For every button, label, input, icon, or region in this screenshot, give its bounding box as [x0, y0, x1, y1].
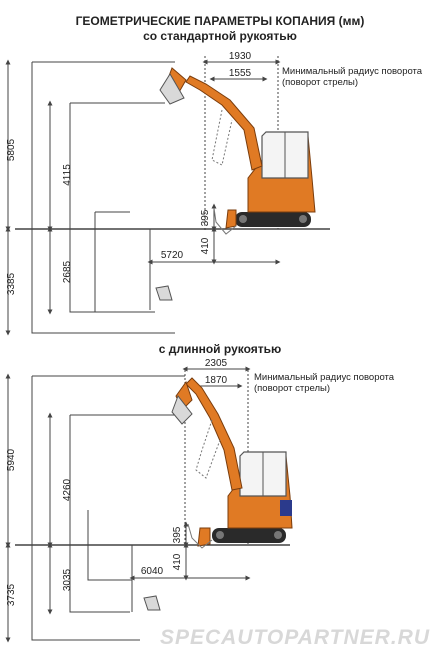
swing-radius-note-2-line2: (поворот стрелы) [254, 383, 331, 394]
dim-3035: 3035 [62, 568, 73, 591]
dim-1870: 1870 [205, 375, 228, 386]
depth-line-1 [94, 211, 130, 312]
dim-3385: 3385 [6, 272, 17, 295]
dim-5940: 5940 [6, 448, 17, 471]
dim-395-2: 395 [172, 526, 183, 543]
reach-envelope-1 [31, 61, 175, 334]
reach-envelope-inner-1 [69, 102, 165, 313]
dim-410-2: 410 [172, 553, 183, 570]
dim-3735: 3735 [6, 583, 17, 606]
reach-envelope-inner-2 [69, 414, 175, 613]
long-arm-diagram [5, 366, 290, 643]
depth-line-2 [87, 510, 133, 612]
dim-410-1: 410 [200, 237, 211, 254]
diagram-subtitle: со стандартной рукоятью [143, 29, 297, 43]
swing-radius-note-2-line1: Минимальный радиус поворота [254, 372, 395, 383]
dim-4115: 4115 [62, 164, 73, 186]
dim-2685: 2685 [62, 260, 73, 283]
swing-radius-note-1-line1: Минимальный радиус поворота [282, 66, 423, 77]
dim-1555: 1555 [229, 68, 252, 79]
excavator-long-arm [143, 377, 293, 611]
swing-radius-note-2: Минимальный радиус поворота (поворот стр… [254, 372, 394, 394]
long-arm-section-title: с длинной рукоятью [158, 342, 282, 356]
swing-radius-note-1: Минимальный радиус поворота (поворот стр… [282, 66, 422, 88]
dim-6040: 6040 [141, 566, 164, 577]
dim-5805: 5805 [6, 138, 17, 161]
swing-radius-note-1-line2: (поворот стрелы) [282, 77, 359, 88]
dim-1930: 1930 [229, 51, 252, 62]
excavator-standard-arm [155, 67, 316, 301]
dim-395-1: 395 [200, 209, 211, 226]
dim-5720: 5720 [161, 250, 184, 261]
diagram-title: ГЕОМЕТРИЧЕСКИЕ ПАРАМЕТРЫ КОПАНИЯ (мм) [75, 14, 365, 28]
reach-envelope-2 [31, 375, 185, 641]
watermark: SPECAUTOPARTNER.RU [159, 626, 430, 649]
dim-2305: 2305 [205, 358, 228, 369]
dim-4260: 4260 [62, 478, 73, 501]
